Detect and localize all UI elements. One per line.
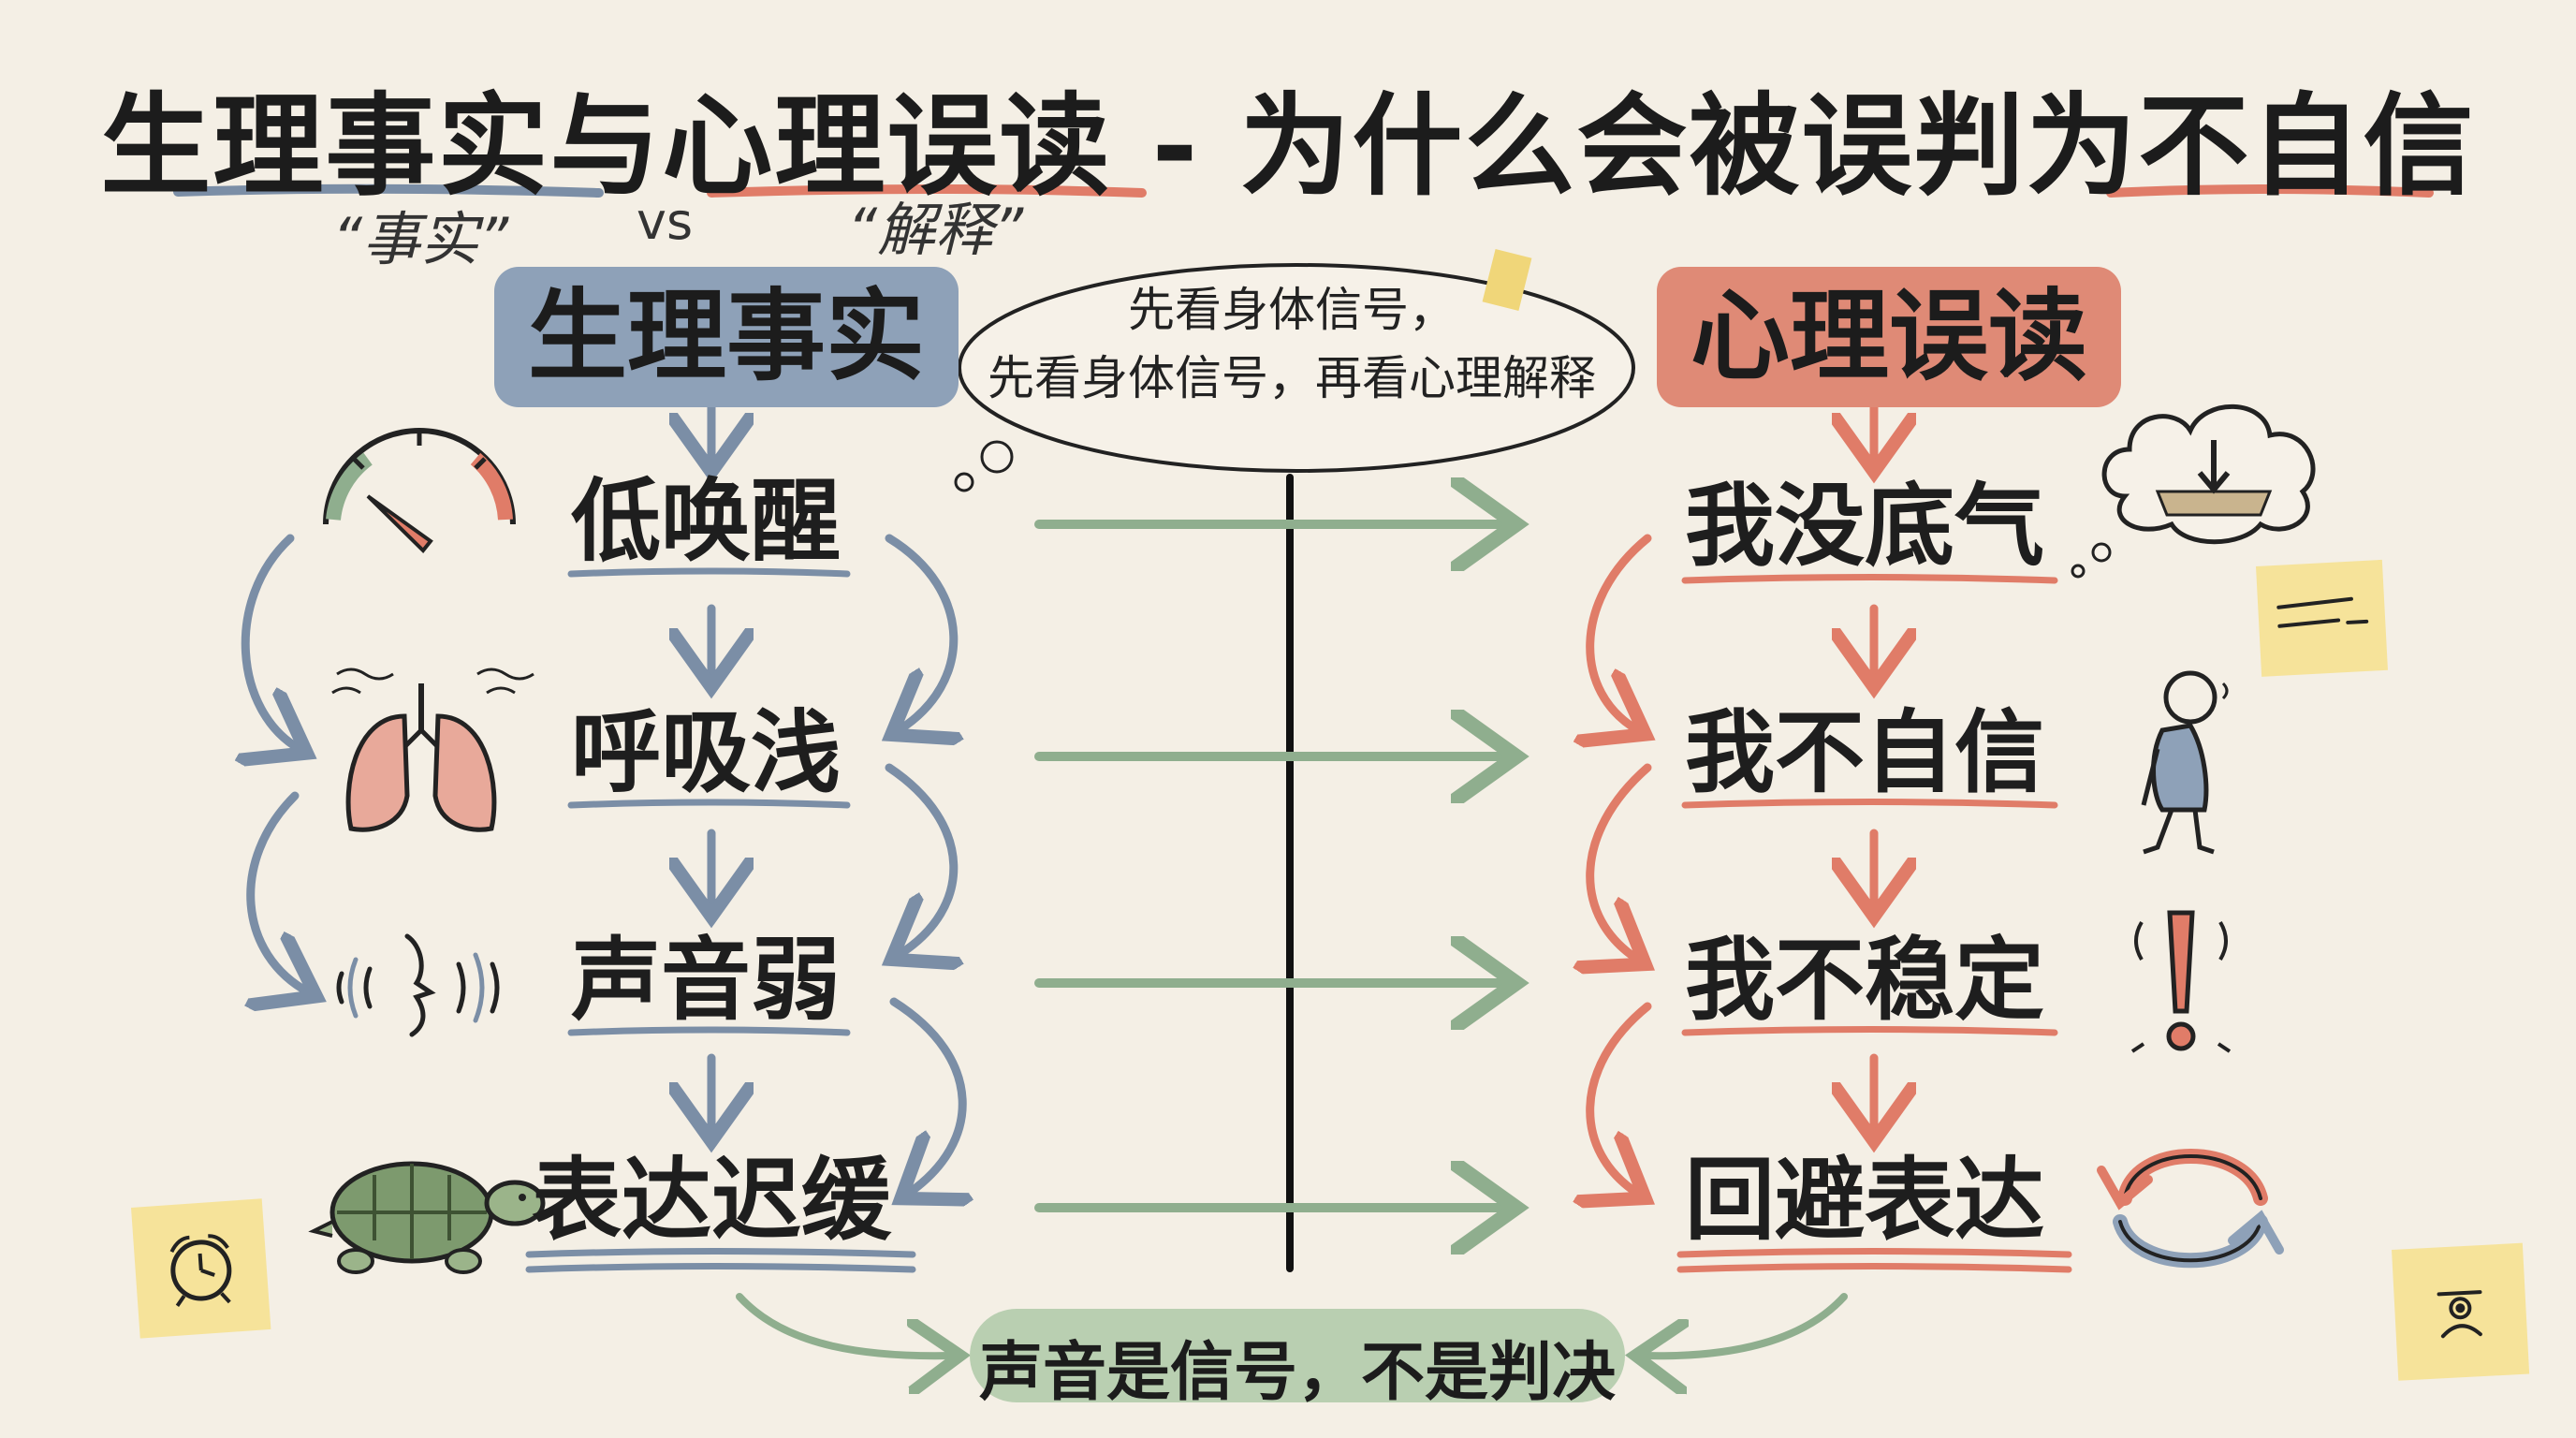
footer-arrows (736, 1293, 1848, 1356)
right-curved-arrows (1590, 534, 1647, 1194)
interpret-note: “解释” (847, 196, 1024, 264)
exclamation-icon (2130, 910, 2232, 1053)
misread-item-not-confident: 我不自信 (1685, 700, 2044, 805)
slumped-person-icon (2141, 670, 2229, 855)
thought-bubble-line2: 先看身体信号，再看心理解释 (988, 350, 1596, 405)
thought-bubble-shape (954, 263, 1635, 492)
title-underlines (173, 183, 2434, 198)
alarm-clock-icon (169, 1234, 232, 1307)
sticky-note-lines (2256, 559, 2388, 677)
thought-bubble-line1: 先看身体信号， (1128, 283, 1456, 337)
smiley-icon (2437, 1290, 2482, 1339)
fact-item-weak-voice: 声音弱 (571, 928, 841, 1033)
weak-voice-icon (336, 933, 500, 1037)
fact-item-slow-expression: 表达迟缓 (532, 1148, 891, 1253)
left-item-underlines (525, 567, 916, 1273)
fact-item-shallow-breath: 呼吸浅 (571, 700, 841, 805)
right-item-underlines (1676, 574, 2072, 1273)
thought-cloud-icon (2071, 404, 2316, 579)
sticky-note-lines-icon (2276, 596, 2369, 628)
turtle-icon (308, 1161, 546, 1274)
lungs-icon (331, 668, 534, 832)
bubble-tag (1482, 249, 1532, 311)
misread-item-avoid-expression: 回避表达 (1685, 1148, 2044, 1253)
misread-heading: 心理误读 (1657, 267, 2121, 407)
fact-item-low-arousal: 低唤醒 (571, 469, 841, 574)
gauge-icon (323, 428, 516, 553)
cycle-arrows-icon (2097, 1149, 2284, 1269)
left-curved-arrows (245, 534, 962, 1194)
vs-label: vs (637, 192, 694, 251)
misread-item-no-confidence-base: 我没底气 (1685, 474, 2044, 579)
smiley-sticky (2392, 1242, 2530, 1381)
alarm-clock-sticky (131, 1198, 271, 1339)
fact-heading: 生理事实 (494, 267, 959, 407)
mapping-arrows (1034, 524, 1507, 1208)
misread-item-unstable: 我不稳定 (1685, 928, 2044, 1033)
thought-bubble-text: 先看身体信号， 先看身体信号，再看心理解释 (964, 276, 1619, 412)
page-title: 生理事实与心理误读 - 为什么会被误判为不自信 (100, 81, 2476, 211)
fact-note: “事实” (332, 205, 509, 273)
footer-text: 声音是信号，不是判决 (978, 1336, 1616, 1410)
footer-pill (970, 1309, 1625, 1402)
